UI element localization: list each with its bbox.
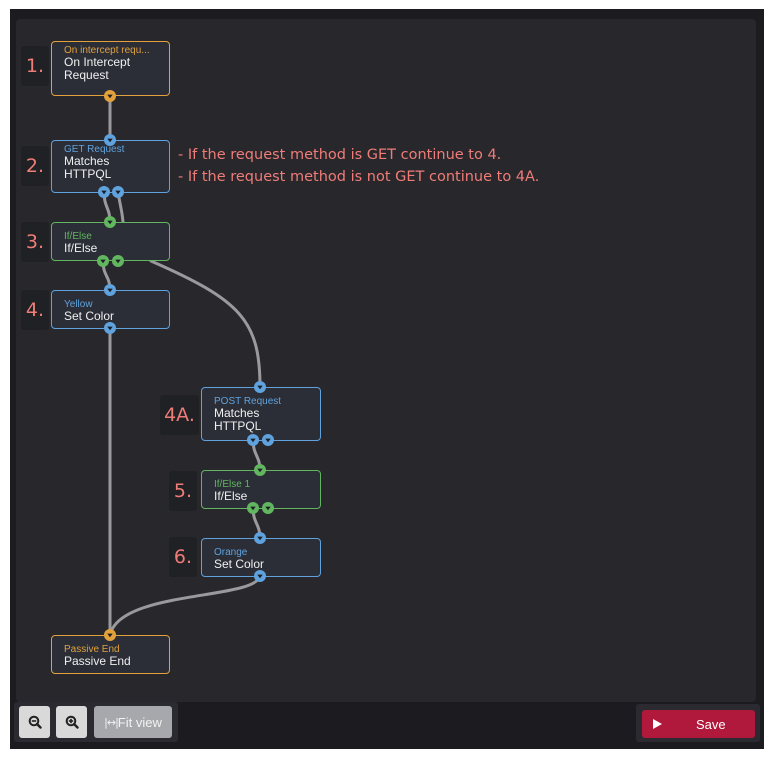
port-passive-end-in[interactable] <box>104 629 116 641</box>
port-get-out-false[interactable] <box>112 186 124 198</box>
save-button[interactable]: Save <box>642 710 755 738</box>
port-intercept-out[interactable] <box>104 90 116 102</box>
node-label: Set Color <box>64 309 115 323</box>
port-ifelse-in[interactable] <box>104 216 116 228</box>
node-label: If/Else <box>214 489 248 503</box>
port-ifelse1-in[interactable] <box>254 464 266 476</box>
port-post-out-false[interactable] <box>262 434 274 446</box>
node-on-intercept-request[interactable]: On intercept requ... On Intercept Reques… <box>51 41 170 96</box>
zoom-out-icon <box>28 715 42 729</box>
node-get-request[interactable]: GET Request Matches HTTPQL <box>51 140 170 193</box>
save-label: Save <box>696 716 726 732</box>
annotation-not-get: - If the request method is not GET conti… <box>178 169 540 185</box>
fit-view-label: Fit view <box>117 714 162 730</box>
node-post-request[interactable]: POST Request Matches HTTPQL <box>201 387 321 441</box>
port-ifelse1-out-false[interactable] <box>262 502 274 514</box>
annotation-get: - If the request method is GET continue … <box>178 147 502 163</box>
port-post-in[interactable] <box>254 381 266 393</box>
port-yellow-in[interactable] <box>104 284 116 296</box>
step-number-5: 5. <box>169 471 197 511</box>
node-if-else[interactable]: If/Else If/Else <box>51 222 170 261</box>
step-number-6: 6. <box>169 537 197 577</box>
node-label: If/Else <box>64 241 98 255</box>
port-orange-in[interactable] <box>254 532 266 544</box>
fit-view-icon: |↔| <box>104 715 119 729</box>
node-orange[interactable]: Orange Set Color <box>201 538 321 577</box>
port-ifelse-out-true[interactable] <box>97 255 109 267</box>
fit-view-button[interactable]: |↔| Fit view <box>94 706 172 738</box>
port-post-out-true[interactable] <box>247 434 259 446</box>
port-ifelse1-out-true[interactable] <box>247 502 259 514</box>
zoom-in-button[interactable] <box>56 706 87 738</box>
zoom-in-icon <box>65 715 79 729</box>
port-orange-out[interactable] <box>254 570 266 582</box>
node-label: Matches HTTPQL <box>214 406 262 433</box>
step-number-4a: 4A. <box>160 395 199 435</box>
port-get-out-true[interactable] <box>98 186 110 198</box>
port-yellow-out[interactable] <box>104 322 116 334</box>
node-if-else-1[interactable]: If/Else 1 If/Else <box>201 470 321 509</box>
workflow-canvas[interactable] <box>16 19 756 702</box>
step-number-1: 1. <box>21 46 49 86</box>
zoom-out-button[interactable] <box>19 706 50 738</box>
step-number-3: 3. <box>21 222 49 262</box>
port-ifelse-out-false[interactable] <box>112 255 124 267</box>
play-icon <box>653 719 662 729</box>
node-label: Matches HTTPQL <box>64 154 112 181</box>
node-label: On Intercept Request <box>64 55 131 82</box>
node-label: Passive End <box>64 654 131 668</box>
step-number-4: 4. <box>21 290 49 330</box>
port-get-in[interactable] <box>104 134 116 146</box>
step-number-2: 2. <box>21 146 49 186</box>
node-passive-end[interactable]: Passive End Passive End <box>51 635 170 674</box>
node-label: Set Color <box>214 557 265 571</box>
